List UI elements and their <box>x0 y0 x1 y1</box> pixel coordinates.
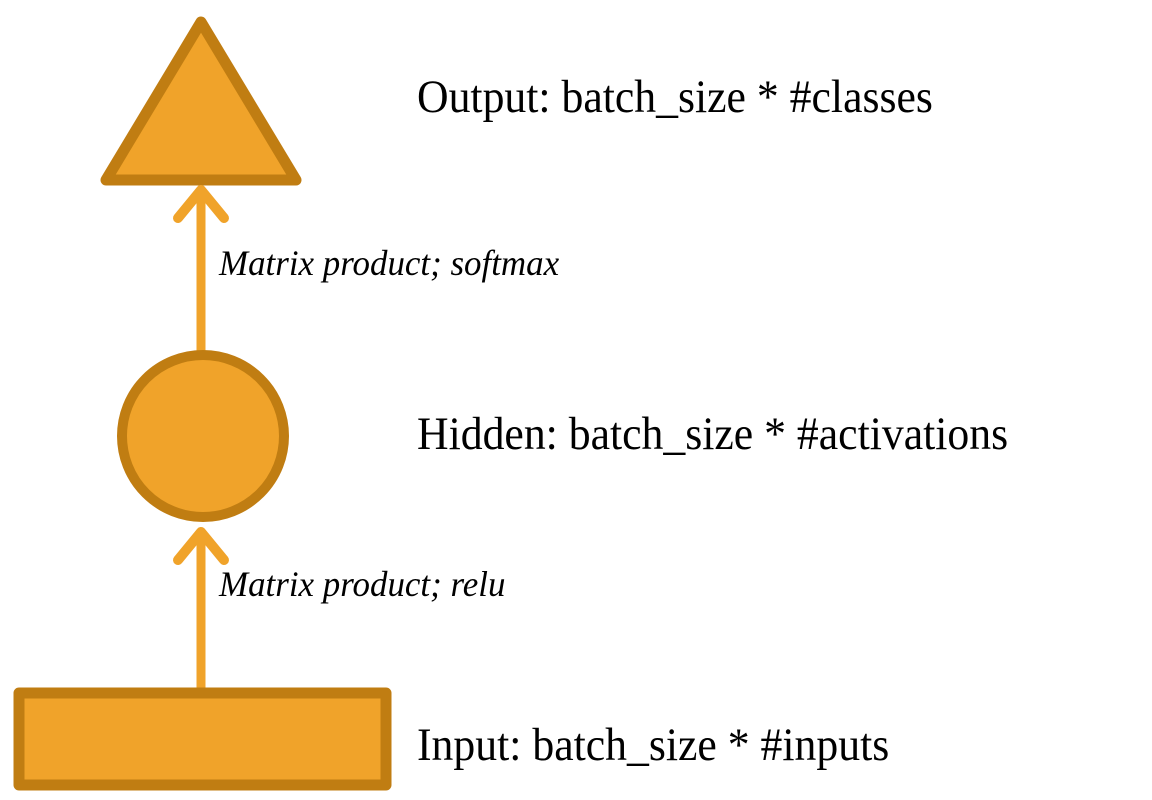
arrow-hidden-to-output <box>173 185 229 352</box>
output-node-triangle[interactable] <box>100 16 302 186</box>
arrow-head-up-icon <box>173 527 229 565</box>
output-node-label: Output: batch_size * #classes <box>417 71 933 123</box>
arrow-head-up-icon <box>173 185 229 223</box>
hidden-node-circle[interactable] <box>117 350 289 522</box>
input-node-label: Input: batch_size * #inputs <box>417 719 890 771</box>
input-node-rectangle[interactable] <box>13 687 392 791</box>
edge-label-hidden-to-output: Matrix product; softmax <box>219 243 560 283</box>
arrow-input-to-hidden <box>173 527 229 692</box>
hidden-node-label: Hidden: batch_size * #activations <box>417 408 1009 460</box>
edge-label-input-to-hidden: Matrix product; relu <box>219 564 506 604</box>
